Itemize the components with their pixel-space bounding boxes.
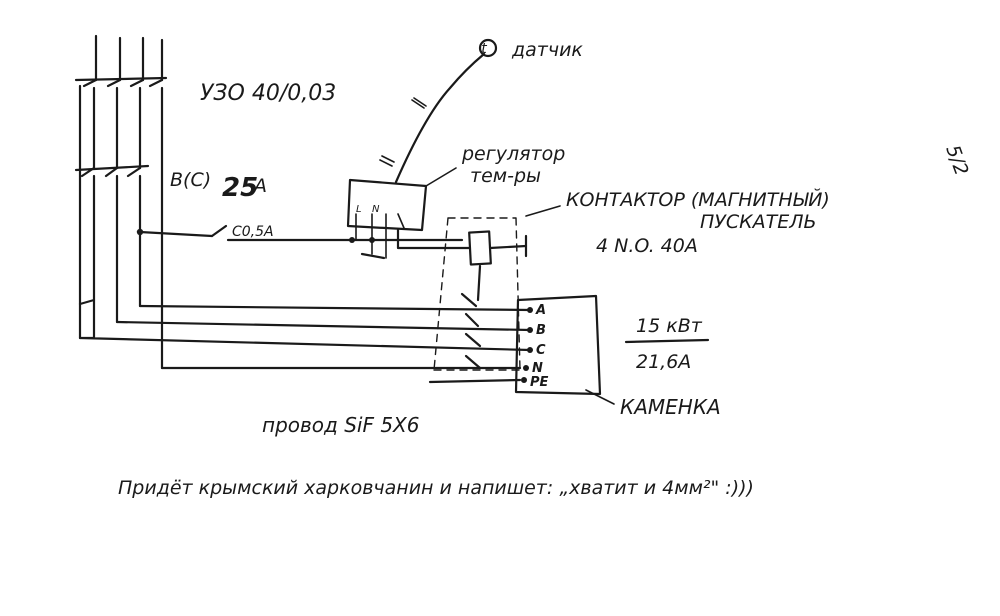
terminal-b: B (536, 323, 546, 338)
breaker-value: 25 (222, 173, 258, 203)
wire-label: провод SiF 5X6 (262, 413, 419, 437)
contactor-leader (525, 205, 561, 217)
terminal-a: A (535, 303, 546, 318)
sensor-symbol: t (481, 41, 487, 57)
heater-box (514, 294, 602, 396)
sensor-cable (379, 38, 498, 184)
breaker-prefix: B(C) (170, 169, 211, 191)
regulator-leader (425, 167, 457, 187)
regulator-label-1: регулятор (461, 143, 565, 165)
contactor-label-1: КОНТАКТОР (МАГНИТНЫЙ) (566, 188, 830, 211)
heater-label: КАМЕНКА (620, 395, 721, 419)
control-circuit (136, 224, 464, 243)
sensor-label: датчик (511, 39, 583, 61)
footnote: Придёт крымский харковчанин и напишет: „… (118, 477, 754, 499)
regulator-terminal-l: L (356, 204, 362, 215)
power-divider (624, 338, 710, 344)
terminal-c: C (536, 343, 546, 358)
contactor (433, 217, 528, 371)
terminal-pe: PE (530, 375, 549, 390)
rcd-symbol (74, 76, 168, 370)
contactor-label-2: ПУСКАТЕЛЬ (700, 211, 817, 233)
power-lines (78, 298, 532, 384)
power-label: 15 кВт (636, 315, 703, 337)
rcd-label: УЗО 40/0,03 (200, 81, 336, 106)
contactor-spec: 4 N.O. 40A (596, 235, 698, 257)
breaker-symbol (74, 164, 150, 324)
regulator-box (346, 178, 472, 260)
current-label: 21,6A (636, 351, 691, 373)
page-mark: 5/2 (941, 142, 972, 178)
regulator-terminal-n: N (372, 204, 380, 215)
supply-lines (94, 34, 164, 82)
regulator-label-2: тем-ры (470, 165, 541, 187)
fuse-label: C0,5A (232, 224, 274, 240)
breaker-unit: A (252, 175, 267, 197)
terminal-n: N (532, 361, 543, 376)
heater-leader (585, 389, 615, 405)
